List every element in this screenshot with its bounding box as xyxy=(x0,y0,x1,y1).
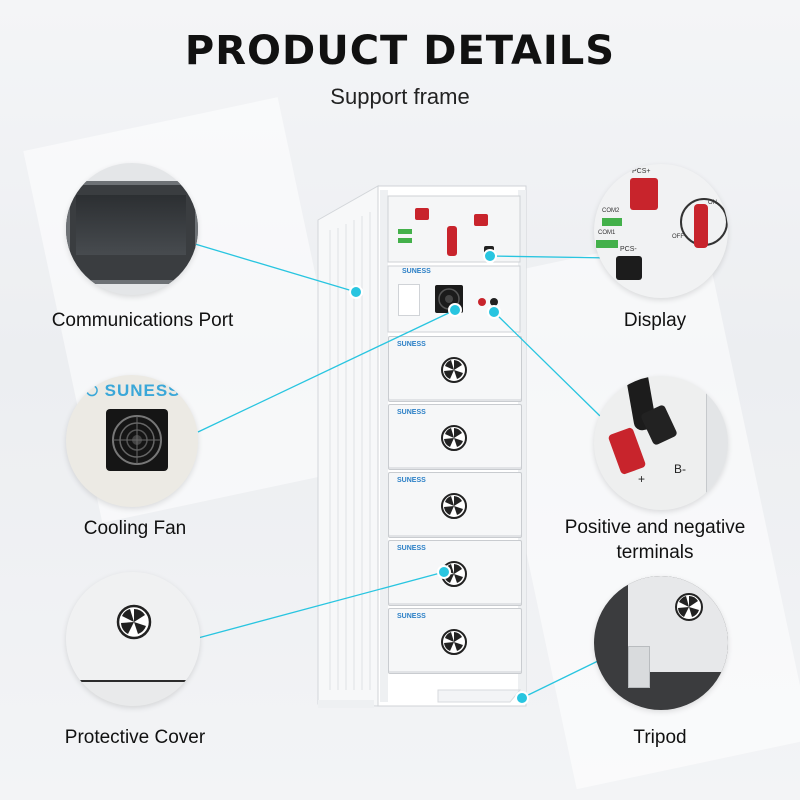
terminals-label: Positive and negative terminals xyxy=(564,517,746,563)
tripod-label: Tripod xyxy=(633,727,687,748)
breaker-switch xyxy=(447,226,457,256)
fan-vent-icon xyxy=(441,425,467,451)
on-label: ON xyxy=(708,200,717,206)
off-label: OFF xyxy=(672,234,684,240)
fan-vent-icon xyxy=(675,593,703,621)
positive-symbol: + xyxy=(638,472,646,486)
module-brand: SUNESS xyxy=(397,477,426,484)
fan-vent-icon xyxy=(116,604,152,640)
callout-dot xyxy=(487,305,501,319)
pcs-plus-terminal xyxy=(630,178,658,210)
pcs-minus-terminal xyxy=(616,256,642,280)
pcs-plus-terminal xyxy=(415,208,429,220)
page-title: PRODUCT DETAILS xyxy=(184,28,616,74)
negative-symbol: B- xyxy=(674,462,686,476)
pcs-plus-terminal xyxy=(474,214,488,226)
com-port-indicator xyxy=(398,238,412,243)
breaker-switch xyxy=(694,204,708,248)
display-label: Display xyxy=(623,310,687,331)
com1-port xyxy=(596,240,618,248)
com-port-indicator xyxy=(398,229,412,234)
protective-cover-label: Protective Cover xyxy=(64,727,206,748)
com1-label: COM1 xyxy=(598,230,616,236)
cooling-fan-label: Cooling Fan xyxy=(83,518,187,539)
battery-module: SUNESS xyxy=(388,540,522,606)
module-brand: SUNESS xyxy=(397,409,426,416)
fan-icon xyxy=(106,409,168,471)
cabinet-edge xyxy=(706,386,728,506)
communications-port-closeup xyxy=(66,163,198,295)
callout-dot xyxy=(515,691,529,705)
battery-module: SUNESS xyxy=(388,472,522,538)
display-closeup: PCS+ COM2 COM1 PCS- ON OFF xyxy=(594,164,728,298)
brand-text: SUNESS xyxy=(104,381,181,400)
cooling-fan-closeup: 🞅 SUNESS xyxy=(66,375,198,507)
com2-label: COM2 xyxy=(602,208,620,214)
communications-port-label: Communications Port xyxy=(51,310,234,331)
callout-dot xyxy=(437,565,451,579)
battery-module: SUNESS xyxy=(388,608,522,674)
battery-module: SUNESS xyxy=(388,404,522,470)
tripod-leg xyxy=(628,646,650,688)
negative-terminal xyxy=(490,298,498,306)
module-brand: SUNESS xyxy=(397,613,426,620)
protective-cover-closeup xyxy=(66,572,200,706)
tripod-closeup xyxy=(594,576,728,710)
module-brand: SUNESS xyxy=(397,341,426,348)
cooling-fan-brand: 🞅 SUNESS xyxy=(86,381,181,401)
pcs-minus-label: PCS- xyxy=(620,246,637,253)
positive-terminal xyxy=(478,298,486,306)
fan-vent-icon xyxy=(441,493,467,519)
fan-vent-icon xyxy=(441,357,467,383)
suness-logo-icon: 🞅 xyxy=(86,383,99,400)
terminals-closeup: + B- xyxy=(594,376,728,510)
pcs-plus-label: PCS+ xyxy=(632,168,651,175)
fan-vent-icon xyxy=(441,629,467,655)
module-brand: SUNESS xyxy=(397,545,426,552)
battery-module: SUNESS xyxy=(388,336,522,402)
positive-connector xyxy=(607,426,647,476)
bms-side-plate xyxy=(398,284,420,316)
com2-port xyxy=(602,218,622,226)
callout-dot xyxy=(483,249,497,263)
callout-dot xyxy=(448,303,462,317)
callout-dot xyxy=(349,285,363,299)
port-panel xyxy=(76,195,186,255)
page-subtitle: Support frame xyxy=(330,84,470,109)
cabinet-brand: SUNESS xyxy=(402,268,431,275)
